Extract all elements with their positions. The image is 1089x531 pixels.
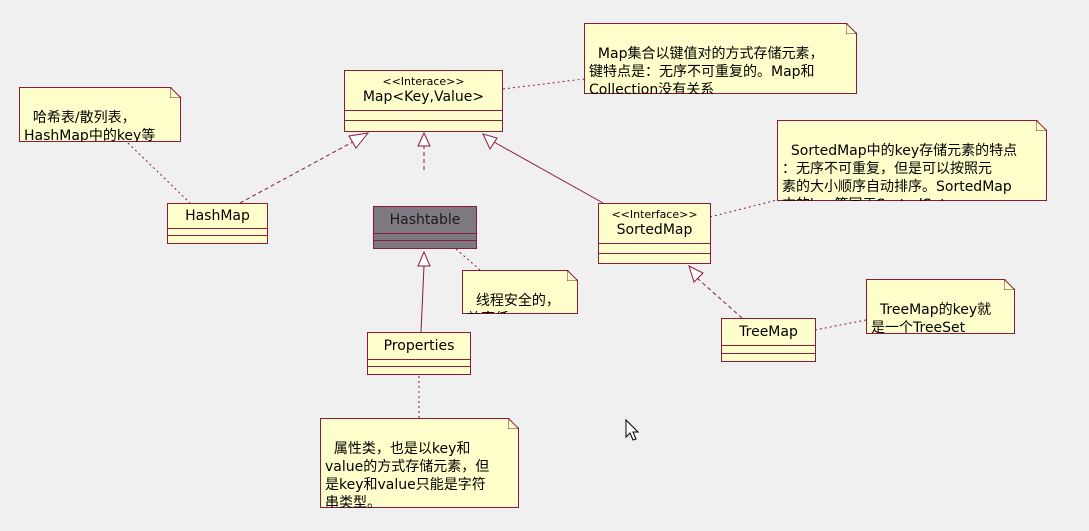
hashmap-operations xyxy=(168,236,267,243)
properties-name: Properties xyxy=(383,338,455,354)
hashmap-name: HashMap xyxy=(185,208,250,224)
note-link-hashmap xyxy=(127,142,191,204)
hashmap-realizes-map xyxy=(239,137,361,204)
note-hashtable[interactable]: 线程安全的， 效率低。 xyxy=(462,270,578,314)
properties-extends-hashtable xyxy=(420,265,425,333)
properties-attributes xyxy=(368,360,470,367)
class-map[interactable]: <<Interace>> Map<Key,Value> xyxy=(344,70,503,132)
note-properties-text: 属性类，也是以key和 value的方式存储元素，但 是key和value只能是… xyxy=(325,441,490,511)
treemap-arrowhead xyxy=(688,265,704,283)
sortedmap-attributes xyxy=(599,244,710,254)
note-hashmap[interactable]: 哈希表/散列表， HashMap中的key等 同于一个Set集合 xyxy=(19,87,181,142)
note-properties[interactable]: 属性类，也是以key和 value的方式存储元素，但 是key和value只能是… xyxy=(320,418,519,508)
sortedmap-operations xyxy=(599,254,710,263)
note-fold-icon xyxy=(1036,120,1047,131)
note-fold-icon xyxy=(567,270,578,281)
sortedmap-stereotype: <<Interface>> xyxy=(611,208,698,221)
class-treemap[interactable]: TreeMap xyxy=(721,318,816,362)
treemap-operations xyxy=(722,354,815,361)
sortedmap-arrowhead xyxy=(482,133,498,151)
hashtable-attributes xyxy=(374,234,476,241)
note-link-map xyxy=(502,78,585,90)
treemap-attributes xyxy=(722,346,815,354)
note-treemap[interactable]: TreeMap的key就 是一个TreeSet xyxy=(866,279,1015,334)
note-map[interactable]: Map集合以键值对的方式存储元素， 键特点是：无序不可重复的。Map和 Coll… xyxy=(584,23,857,94)
treemap-implements-sortedmap xyxy=(696,277,743,319)
hashtable-operations xyxy=(374,241,476,248)
properties-operations xyxy=(368,367,470,374)
note-link-sortedmap xyxy=(709,199,778,218)
note-fold-icon xyxy=(508,418,519,429)
map-name: Map<Key,Value> xyxy=(362,89,485,105)
map-attributes xyxy=(345,111,502,121)
note-fold-icon xyxy=(1004,279,1015,290)
hashtable-arrowhead xyxy=(417,131,431,147)
hashtable-name: Hashtable xyxy=(389,212,461,228)
class-properties[interactable]: Properties xyxy=(367,332,471,375)
note-map-text: Map集合以键值对的方式存储元素， 键特点是：无序不可重复的。Map和 Coll… xyxy=(589,46,824,98)
properties-arrowhead xyxy=(417,250,431,267)
note-sortedmap[interactable]: SortedMap中的key存储元素的特点 ：无序不可重复，但是可以按照元 素的… xyxy=(777,120,1047,201)
treemap-name: TreeMap xyxy=(739,324,798,340)
note-link-hashtable xyxy=(455,248,481,271)
class-sortedmap[interactable]: <<Interface>> SortedMap xyxy=(598,203,711,264)
note-fold-icon xyxy=(846,23,857,34)
sortedmap-extends-map xyxy=(493,141,604,204)
note-fold-icon xyxy=(170,87,181,98)
note-link-treemap xyxy=(814,319,867,331)
sortedmap-name: SortedMap xyxy=(616,222,693,238)
hashmap-attributes xyxy=(168,229,267,236)
class-hashmap[interactable]: HashMap xyxy=(167,203,268,244)
note-treemap-text: TreeMap的key就 是一个TreeSet xyxy=(871,302,992,336)
map-stereotype: <<Interace>> xyxy=(382,75,465,88)
hashmap-arrowhead xyxy=(348,132,370,149)
map-operations xyxy=(345,121,502,131)
class-hashtable[interactable]: Hashtable xyxy=(373,206,477,249)
mouse-cursor-icon xyxy=(625,418,640,441)
